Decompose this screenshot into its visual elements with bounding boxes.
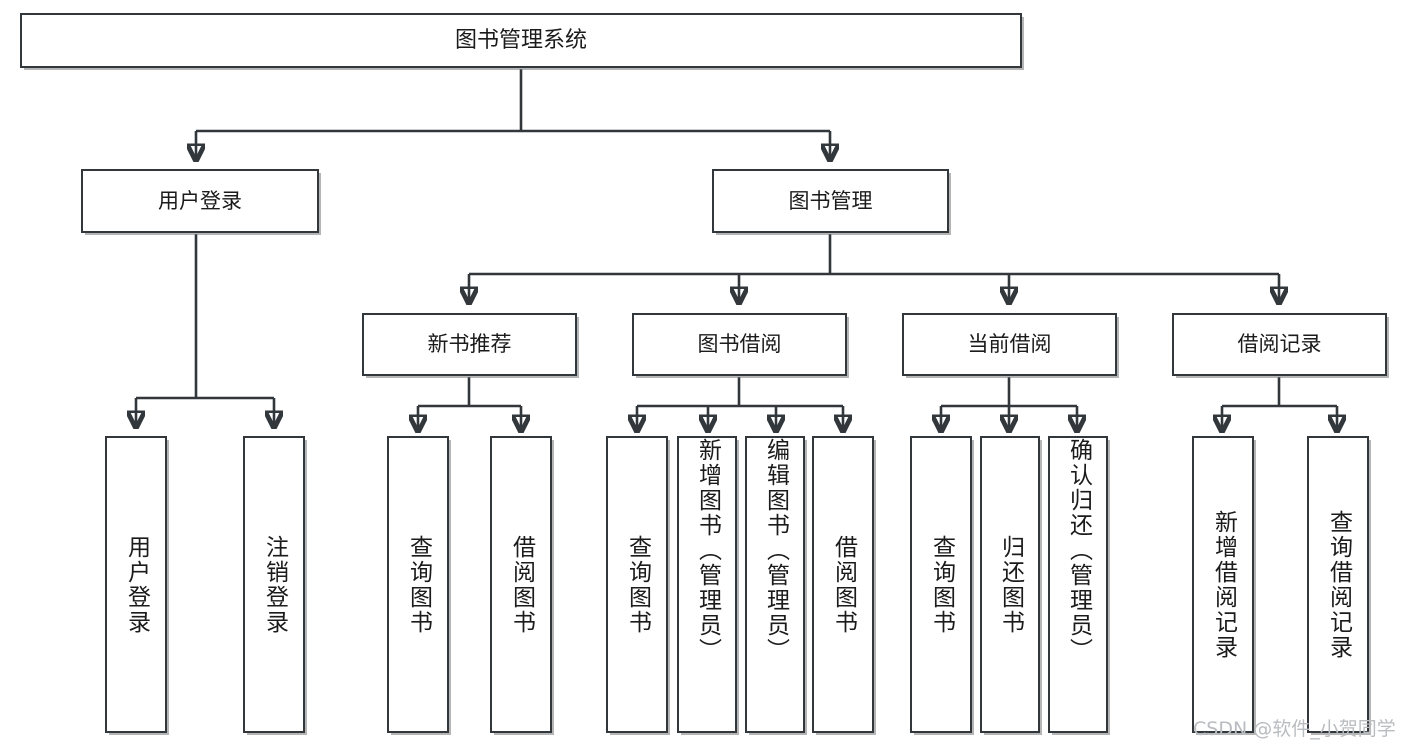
node-label: 新书推荐 [427,332,512,357]
node-label: 确认归还（管理员） [1065,438,1092,663]
node-label: 借阅记录 [1237,332,1322,357]
leaf-borrow-book-borrowing[interactable]: 借阅图书 [812,436,874,733]
leaf-logout[interactable]: 注销登录 [243,436,305,733]
node-label: 图书管理 [788,188,873,213]
node-label: 用户登录 [123,534,150,635]
node-label: 查询图书 [928,534,955,635]
leaf-label-wrap: 借阅图书 [814,438,872,731]
leaf-label-wrap: 查询图书 [912,438,970,731]
leaf-label-wrap: 用户登录 [107,438,165,731]
leaf-confirm-return-admin[interactable]: 确认归还（管理员） [1048,436,1108,733]
leaf-label-wrap: 归还图书 [982,438,1038,731]
node-label: 借阅图书 [830,534,857,635]
node-label: 当前借阅 [967,332,1052,357]
node-user-login[interactable]: 用户登录 [81,169,319,233]
leaf-label-wrap: 查询图书 [608,438,666,731]
leaf-return-book[interactable]: 归还图书 [980,436,1040,733]
leaf-label-wrap: 查询借阅记录 [1309,438,1367,731]
node-root-book-management-system[interactable]: 图书管理系统 [20,13,1022,68]
leaf-label-wrap: 编辑图书（管理员） [747,438,803,731]
node-current-borrowing[interactable]: 当前借阅 [902,313,1117,376]
node-label: 编辑图书（管理员） [762,438,789,663]
leaf-add-book-admin[interactable]: 新增图书（管理员） [677,436,737,733]
leaf-label-wrap: 新增借阅记录 [1194,438,1252,731]
node-book-borrowing[interactable]: 图书借阅 [632,313,847,376]
node-borrow-records[interactable]: 借阅记录 [1172,313,1387,376]
node-label: 借阅图书 [508,534,535,635]
node-label: 图书借阅 [697,332,782,357]
leaf-label-wrap: 借阅图书 [492,438,550,731]
node-label: 注销登录 [261,534,288,635]
leaf-label-wrap: 确认归还（管理员） [1050,438,1106,731]
leaf-label-wrap: 注销登录 [245,438,303,731]
node-label: 查询图书 [405,534,432,635]
node-book-management[interactable]: 图书管理 [712,169,949,233]
node-label: 查询借阅记录 [1325,509,1352,660]
node-label: 新增借阅记录 [1210,509,1237,660]
leaf-add-borrow-record[interactable]: 新增借阅记录 [1192,436,1254,733]
leaf-label-wrap: 查询图书 [389,438,447,731]
leaf-query-borrow-record[interactable]: 查询借阅记录 [1307,436,1369,733]
node-label: 新增图书（管理员） [694,438,721,663]
leaf-user-login[interactable]: 用户登录 [105,436,167,733]
node-label: 用户登录 [158,188,242,213]
node-label: 归还图书 [997,534,1024,635]
leaf-edit-book-admin[interactable]: 编辑图书（管理员） [745,436,805,733]
leaf-query-book-recommendation[interactable]: 查询图书 [387,436,449,733]
leaf-label-wrap: 新增图书（管理员） [679,438,735,731]
leaf-query-book-current[interactable]: 查询图书 [910,436,972,733]
node-label: 图书管理系统 [454,27,587,53]
node-label: 查询图书 [624,534,651,635]
leaf-query-book-borrowing[interactable]: 查询图书 [606,436,668,733]
leaf-borrow-book-recommendation[interactable]: 借阅图书 [490,436,552,733]
node-new-book-recommendation[interactable]: 新书推荐 [362,313,577,376]
